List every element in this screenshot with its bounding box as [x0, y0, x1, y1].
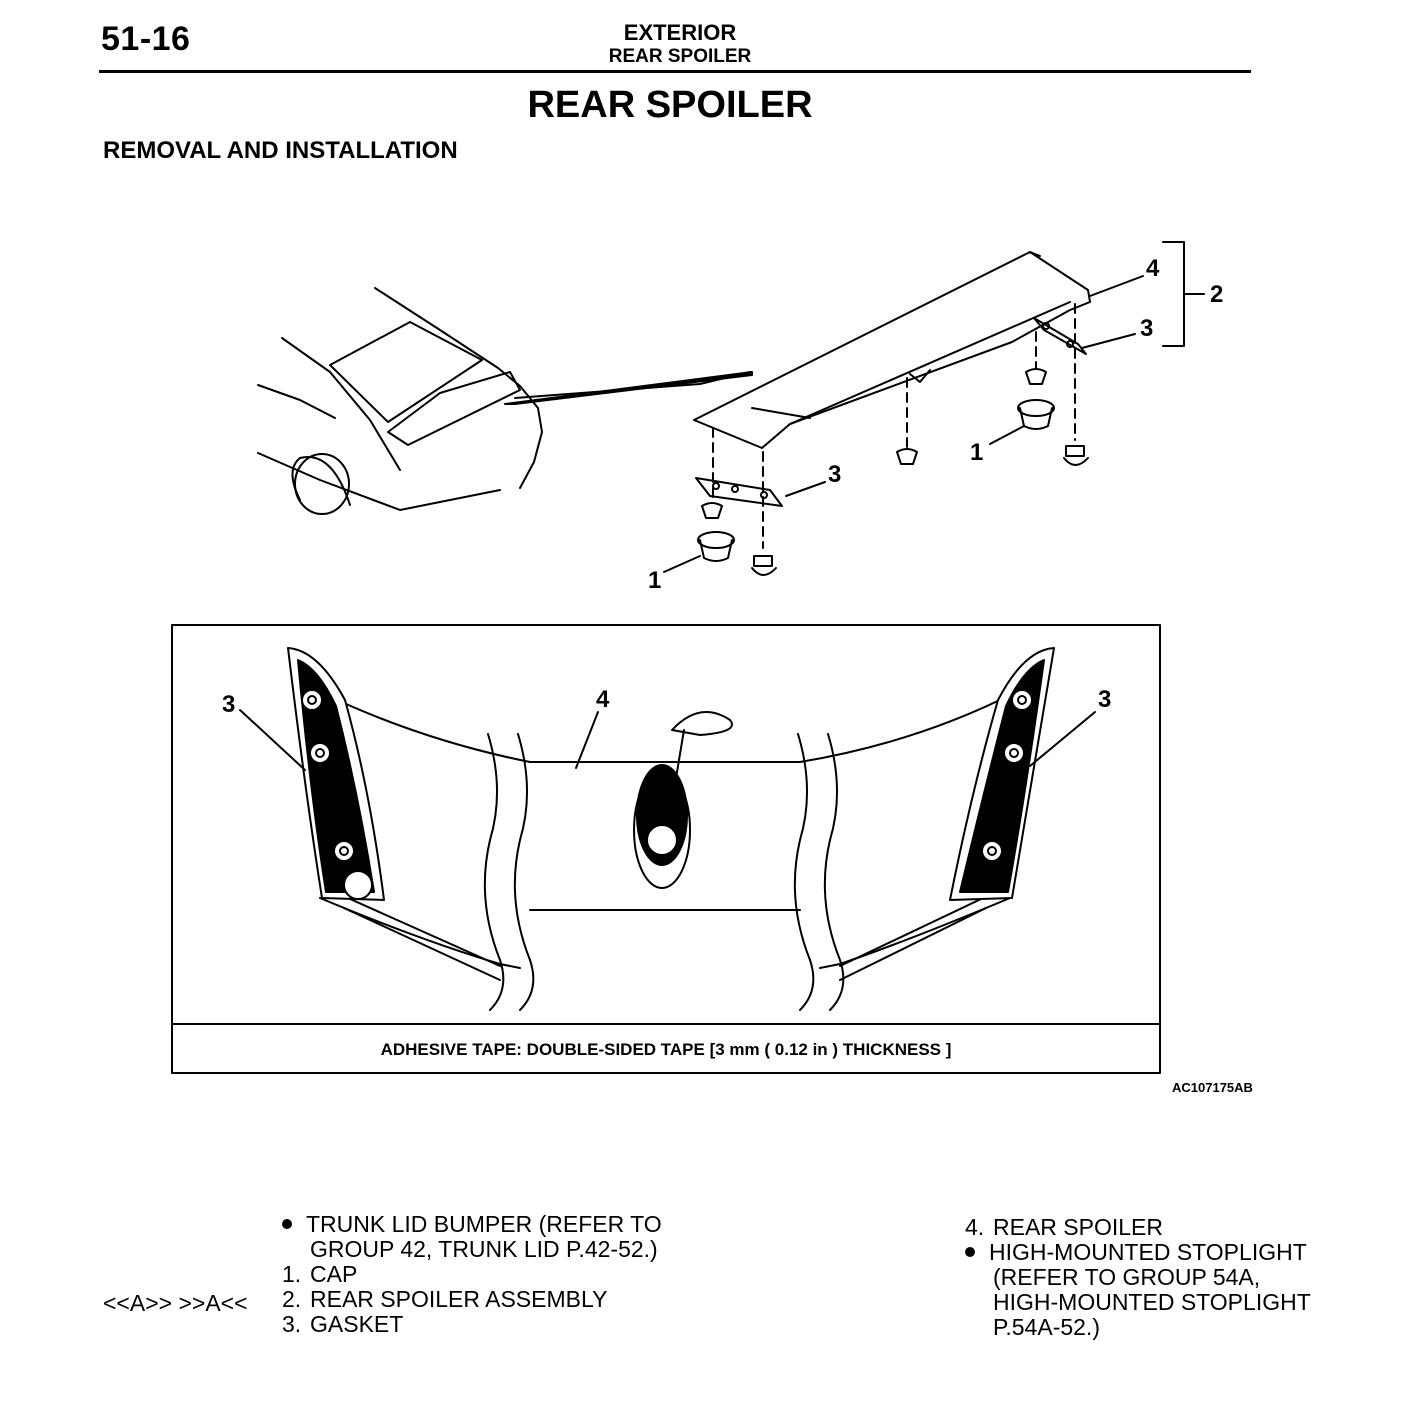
legend-item-3: 3.GASKET [282, 1311, 404, 1337]
car-body-drawing [257, 287, 753, 515]
spoiler-exploded-view [663, 241, 1205, 576]
callout-2-assembly: 2 [1210, 281, 1223, 308]
callout-3-inset-right: 3 [1098, 686, 1111, 713]
legend-bullet-trunk-lid-bumper: TRUNK LID BUMPER (REFER TO [282, 1212, 662, 1237]
page-title: REAR SPOILER [527, 84, 813, 126]
callout-4-assembly: 4 [1146, 255, 1160, 282]
callout-1-left-cap: 1 [648, 567, 661, 594]
callout-4-inset: 4 [596, 686, 610, 713]
adhesive-tape-note: ADHESIVE TAPE: DOUBLE-SIDED TAPE [3 mm (… [381, 1040, 952, 1059]
callout-3-left-gasket: 3 [828, 461, 841, 488]
page-number: 51-16 [101, 20, 191, 58]
bullet-icon [965, 1246, 975, 1257]
figure-code: AC107175AB [1172, 1080, 1253, 1095]
legend-item-4: 4.REAR SPOILER [965, 1214, 1163, 1240]
legend-left: TRUNK LID BUMPER (REFER TO GROUP 42, TRU… [282, 1211, 662, 1337]
legend-bullet-stoplight: HIGH-MOUNTED STOPLIGHT [965, 1240, 1311, 1265]
subsection-title: REAR SPOILER [608, 46, 752, 67]
section-title: EXTERIOR [623, 20, 737, 45]
procedure-reference-marks: <<A>> >>A<< [103, 1290, 248, 1316]
callout-1-right-cap: 1 [970, 439, 983, 466]
procedure-subtitle: REMOVAL AND INSTALLATION [103, 137, 458, 164]
header-rule [99, 70, 1251, 73]
bullet-icon [282, 1218, 292, 1229]
legend-item-2: 2.REAR SPOILER ASSEMBLY [282, 1286, 608, 1312]
legend-right: 4.REAR SPOILER HIGH-MOUNTED STOPLIGHT (R… [965, 1214, 1311, 1340]
legend-item-1: 1.CAP [282, 1261, 358, 1287]
inset-trunk-lid-drawing [239, 647, 1096, 1011]
callout-3-inset-left: 3 [222, 691, 235, 718]
callout-3-right-gasket: 3 [1140, 315, 1153, 342]
